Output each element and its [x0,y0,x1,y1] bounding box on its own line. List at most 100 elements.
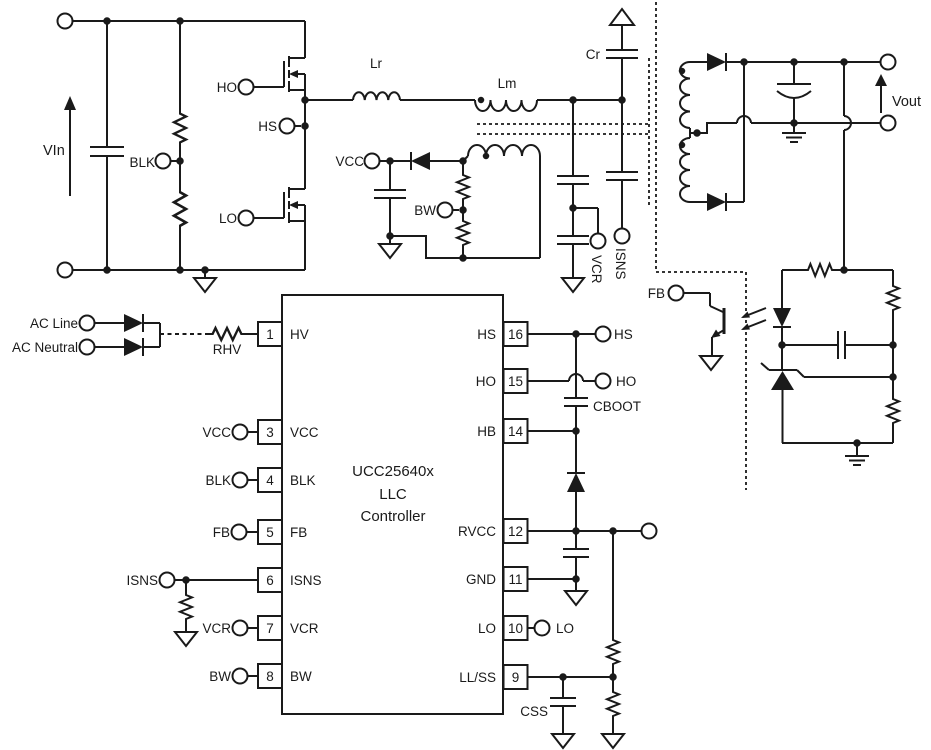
bw-pin-label: BW [209,669,231,684]
pin-box-4 [257,467,283,493]
opto-light-arrows-icon [741,307,767,330]
vin-pos-terminal [56,12,74,30]
pin-box-1 [257,321,283,347]
lo-out-label: LO [556,621,574,636]
pin-num-10: 10 [508,621,523,636]
secondary-winding-upper [679,61,691,129]
fb-pin-terminal [230,523,248,541]
ac-neutral-label: AC Neutral [12,340,78,355]
lo-gate-terminal [237,209,255,227]
secondary-section [679,52,897,270]
primary-gnd-icon [193,277,217,293]
css-cap [550,697,576,707]
shunt-regulator-icon [760,362,805,390]
lr-inductor [352,91,401,101]
pin-num-9: 9 [512,670,520,685]
pin-num-15: 15 [508,374,523,389]
pin-name-hs: HS [477,327,496,342]
pin-num-3: 3 [266,425,274,440]
pin-num-8: 8 [266,669,274,684]
blk-pin-terminal [231,471,249,489]
blk-divider-terminal [154,152,172,170]
pin-box-3 [257,419,283,445]
rvcc-cap [563,548,589,558]
pin-num-14: 14 [508,424,524,439]
gate-drive-section [527,325,658,749]
output-cap-curved-plate [776,90,812,99]
vcr-sense-terminal [589,232,607,250]
pin-name-vcr: VCR [290,621,319,636]
feedback-wires [781,269,894,456]
lm-inductor [474,99,538,112]
rvcc-out-terminal [640,522,658,540]
vin-neg-terminal [56,261,74,279]
bw-aux-terminal [436,201,454,219]
ac-neutral-terminal [78,338,96,356]
cr-top-arrow-icon [608,7,636,26]
bw-resistor-lower [456,217,470,249]
opto-led-icon [772,307,792,328]
opto-gnd-icon [699,355,723,371]
compensation-cap [837,331,846,359]
ic-pin-boxes [257,321,529,690]
vcr-cap-upper [557,175,589,185]
blk-divider-resistor-upper [172,108,188,148]
input-rail-wires [72,20,305,278]
pin-num-5: 5 [266,525,274,540]
pin-num-1: 1 [266,327,274,342]
pin-name-hv: HV [290,327,309,342]
blk-divider-resistor-lower [172,186,188,232]
isns-cap [606,171,638,181]
ac-line-terminal [78,314,96,332]
ic-body [281,294,504,715]
fb-pin-label: FB [213,525,230,540]
pin-box-16 [502,321,529,347]
vcr-cap-lower [557,235,589,245]
low-side-mosfet-icon [283,186,306,224]
cboot-cap [564,397,588,407]
ac-line-diode-icon [123,313,144,333]
feedback-section [760,263,900,466]
resonant-tank-section [352,7,638,293]
vcc-aux-terminal [363,152,381,170]
high-side-mosfet-icon [283,55,306,93]
startup-section [78,313,258,357]
hs-out-terminal [594,325,612,343]
ac-line-label: AC Line [30,316,78,331]
ac-wires [94,322,258,348]
pin-name-isns: ISNS [290,573,322,588]
isns-sense-label: ISNS [613,248,628,280]
pin-box-7 [257,615,283,641]
aux-winding [467,144,541,157]
isns-sense-terminal [613,227,631,245]
ic-title-line3: Controller [360,508,425,525]
blk-divider-label: BLK [129,155,155,170]
fb-opto-terminal [667,284,685,302]
vcc-gnd-icon [378,243,402,259]
vin-arrowhead-icon [64,96,76,110]
ho-out-label: HO [616,374,636,389]
llss-resistor-lower [606,688,620,720]
vout-pos-terminal [879,53,897,71]
pin-num-4: 4 [266,473,274,488]
vin-label: VIn [43,143,65,159]
cr-cap [606,49,638,59]
pin-name-lo: LO [478,621,496,636]
hs-out-label: HS [614,327,633,342]
vcc-aux-label: VCC [335,154,364,169]
optocoupler-section [667,284,767,371]
vout-neg-terminal [879,114,897,132]
pin-name-blk: BLK [290,473,316,488]
ho-out-terminal [594,372,612,390]
isns-pin-terminal [158,571,176,589]
isns-pin-label: ISNS [126,573,158,588]
rectifier-diode-upper-icon [706,52,727,72]
pin-name-hb: HB [477,424,496,439]
ho-gate-label: HO [217,80,237,95]
pin-name-ho: HO [476,374,496,389]
cr-label: Cr [586,47,601,62]
lo-out-terminal [533,619,551,637]
pin-name-gnd: GND [466,572,496,587]
junction-dots [103,17,897,681]
feedback-earth-icon [844,455,870,466]
